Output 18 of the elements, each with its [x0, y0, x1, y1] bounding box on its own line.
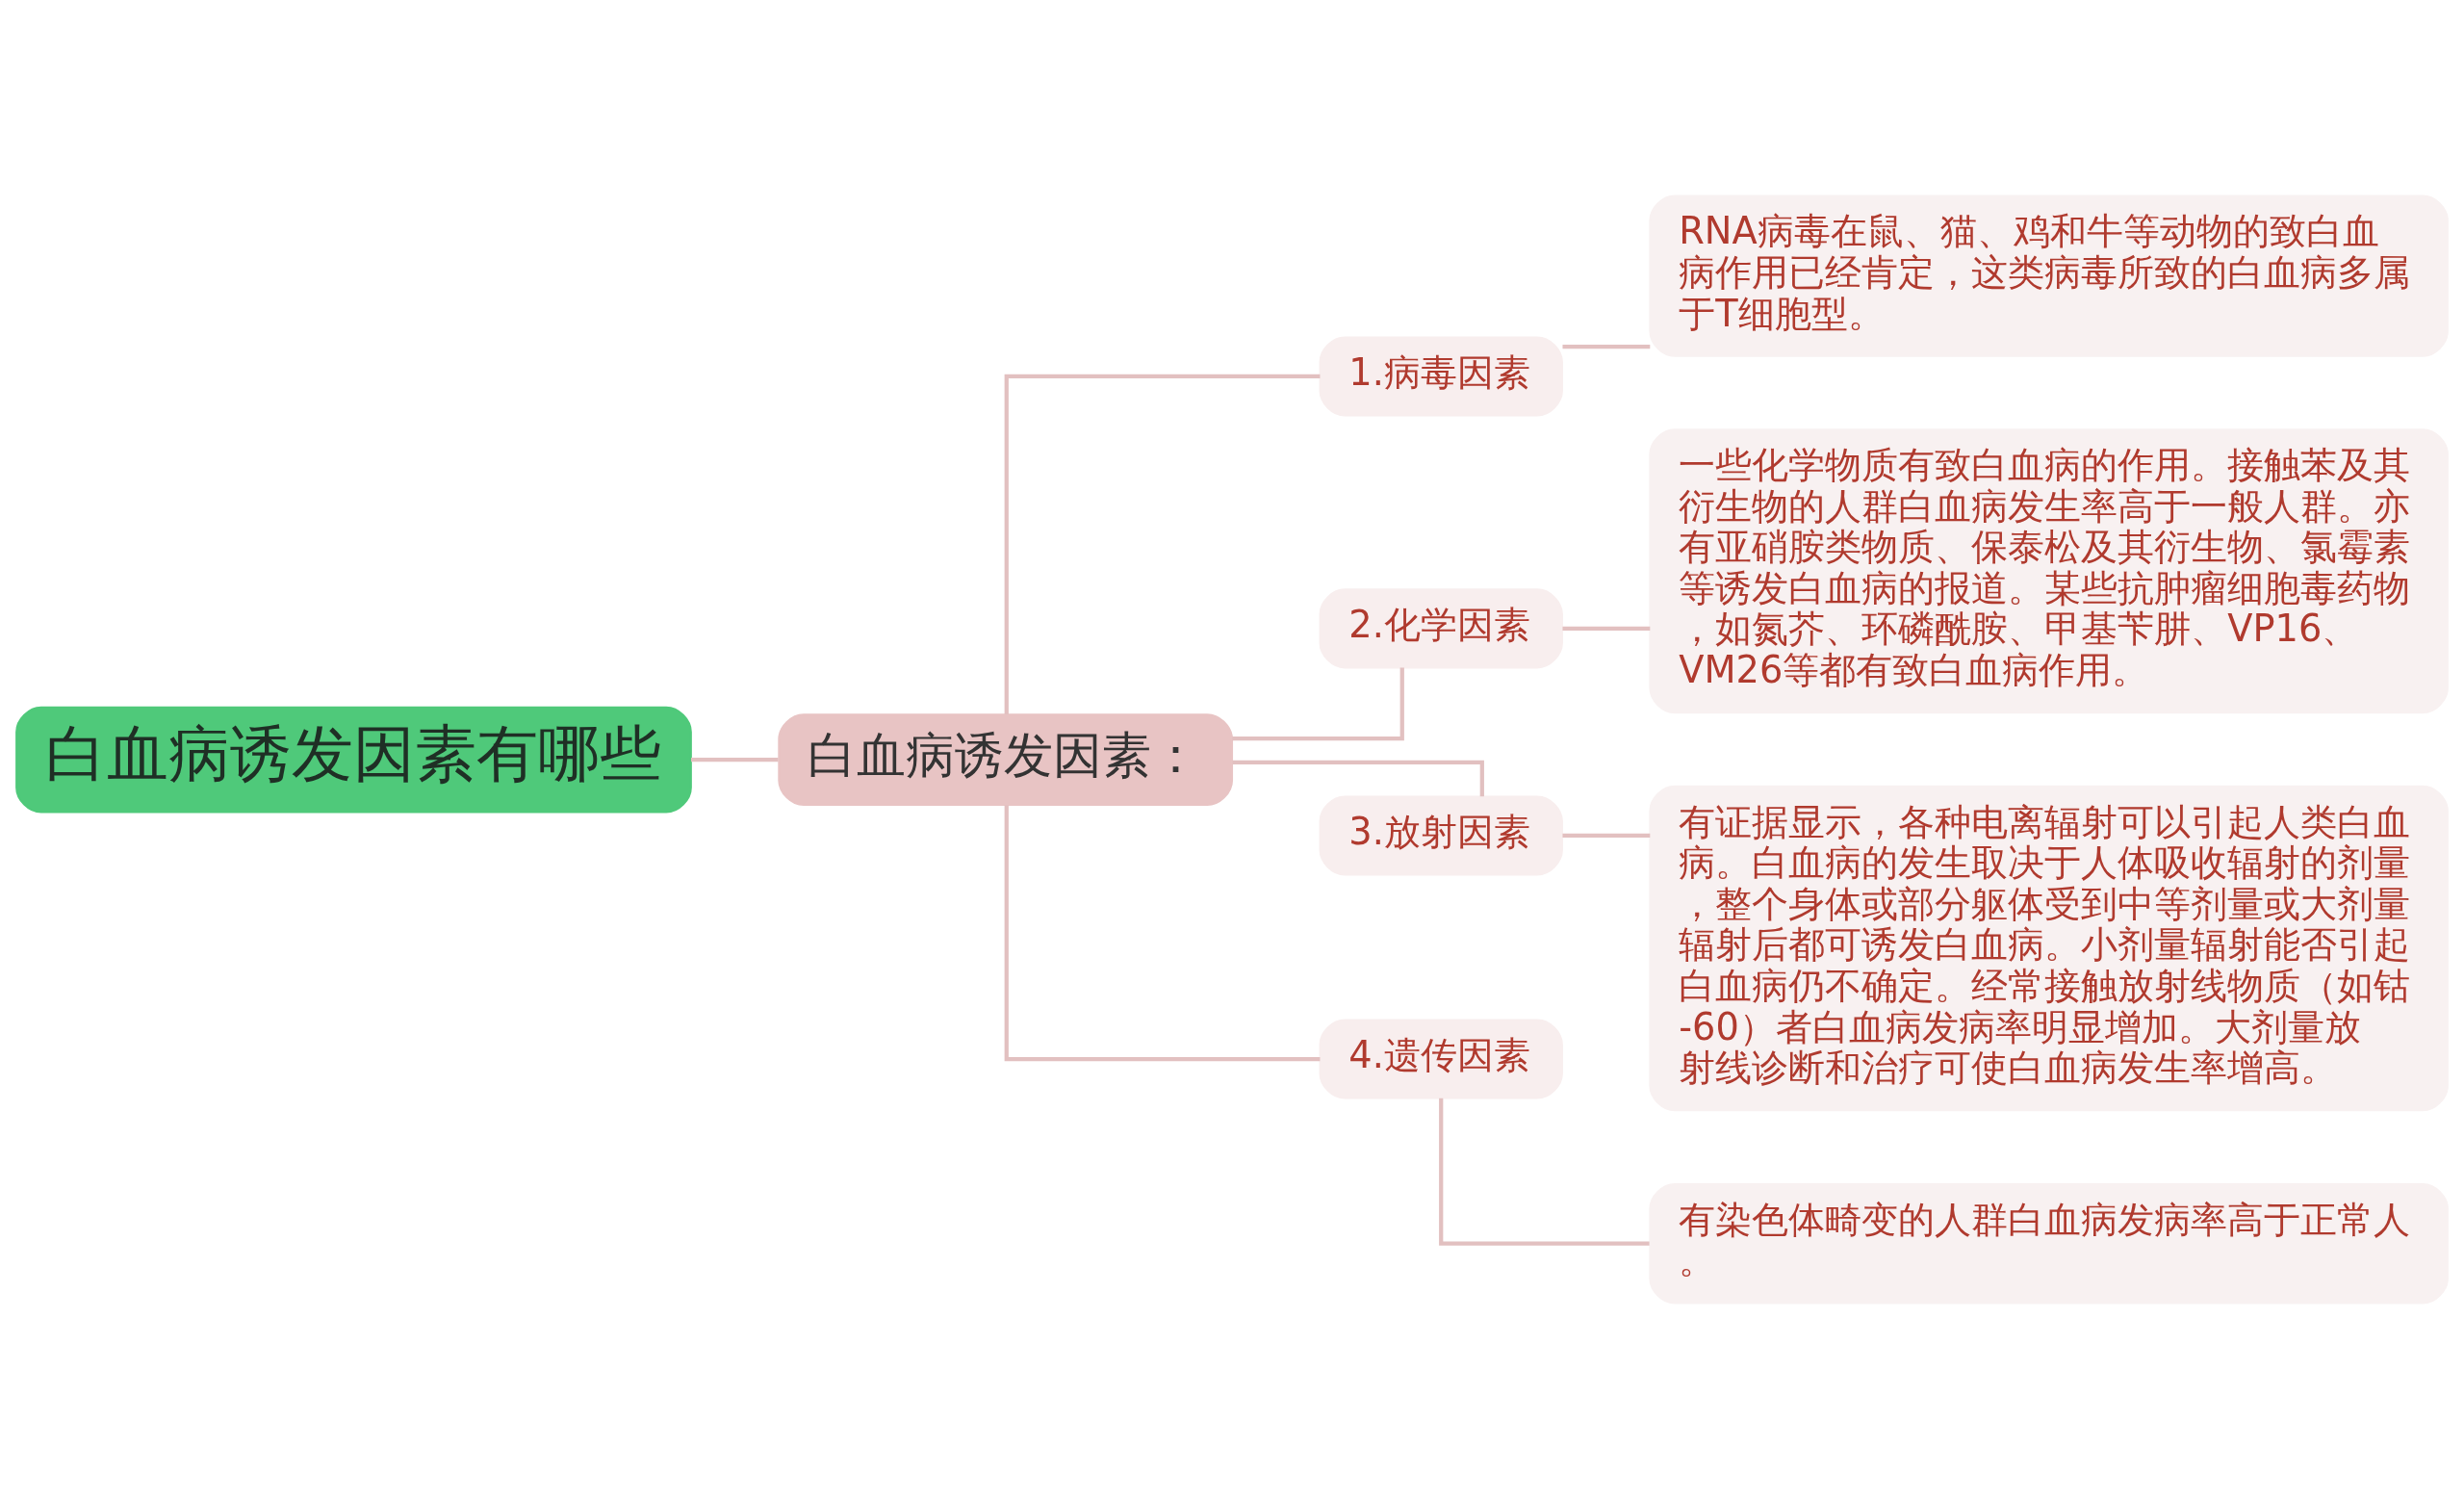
node-box: 有证据显示，各种电离辐射可以引起人类白血病。白血病的发生取决于人体吸收辐射的剂量，整个身体或部分躯体受到中等剂量或大剂量辐射后都可诱发白血病。小剂量辐射能否引起白血病仍不确定。经常接触放射线物质（如钴-60）者白血病发病率明显增加。大剂量放射线诊断和治疗可使白血病发生率增高。 — [1649, 785, 2449, 1112]
connector — [1439, 1098, 1650, 1246]
connector — [1004, 374, 1321, 714]
connector — [1562, 344, 1651, 349]
connector — [1562, 833, 1651, 839]
connector — [1004, 805, 1321, 1062]
node-box: 白血病诱发因素有哪些 — [15, 706, 692, 814]
connector — [1232, 667, 1404, 741]
connector — [1562, 626, 1651, 631]
connector — [691, 758, 779, 762]
node-box: 一些化学物质有致白血病的作用。接触苯及其衍生物的人群白血病发生率高于一般人群。亦有亚硝胺类物质、保泰松及其衍生物、氯霉素等诱发白血病的报道。某些抗肿瘤细胞毒药物，如氮芥、环磷酰胺、甲基苄肼、VP16、VM26等都有致白血病作用。 — [1649, 428, 2449, 714]
node-box: 2.化学因素 — [1319, 588, 1563, 669]
node-box: 白血病诱发因素： — [778, 713, 1234, 807]
node-box: RNA病毒在鼠、猫、鸡和牛等动物的致白血病作用已经肯定，这类病毒所致的白血病多属于T细胞型。 — [1649, 194, 2449, 357]
node-box: 有染色体畸变的人群白血病发病率高于正常人。 — [1649, 1182, 2449, 1305]
node-box: 4.遗传因素 — [1319, 1019, 1563, 1099]
node-box: 1.病毒因素 — [1319, 336, 1563, 417]
node-box: 3.放射因素 — [1319, 795, 1563, 876]
